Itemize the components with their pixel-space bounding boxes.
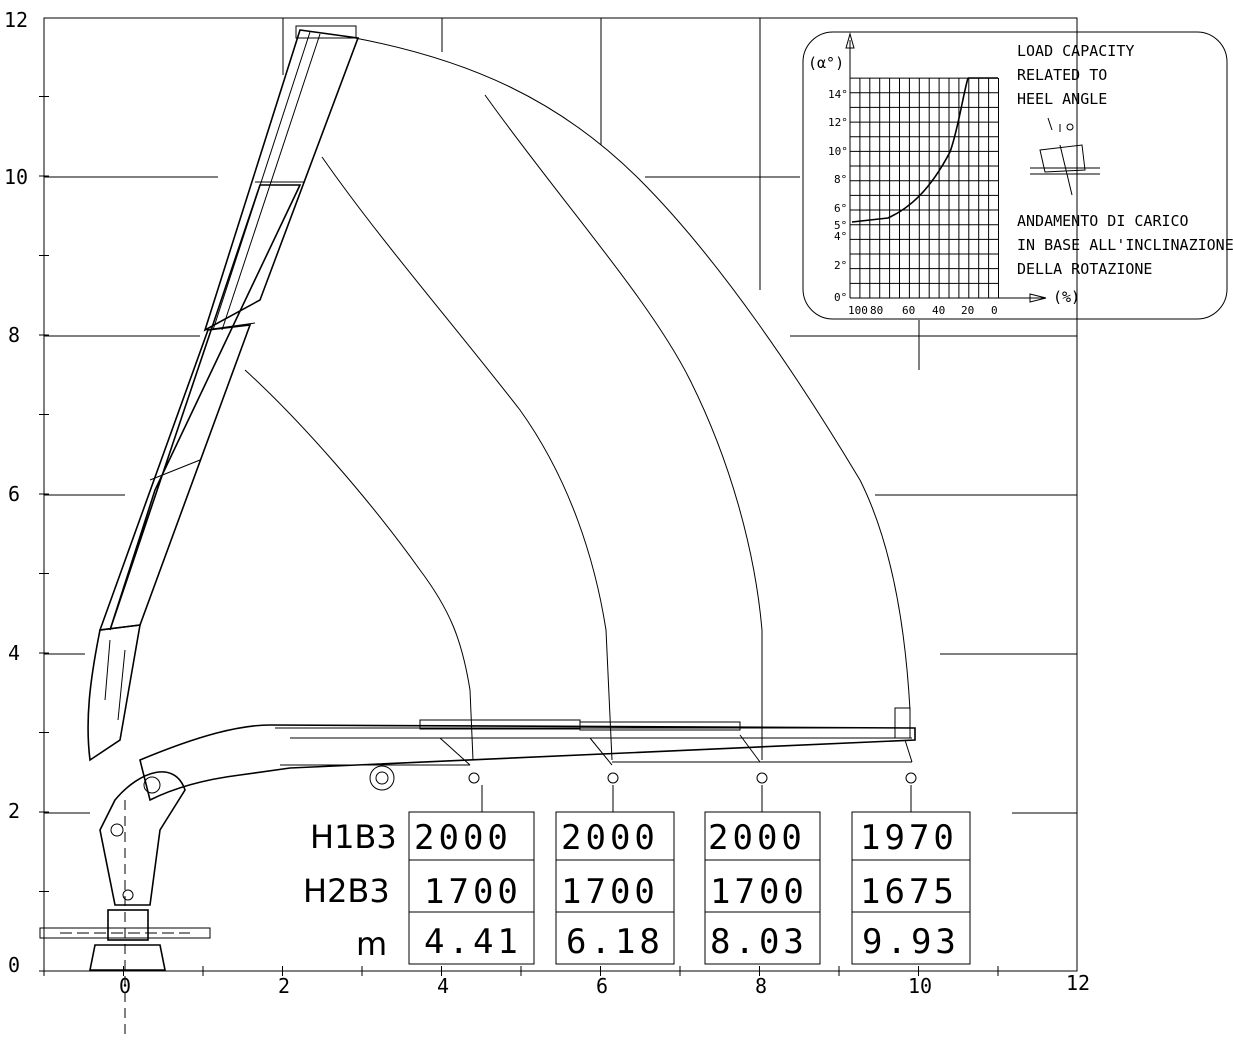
y-tick-label: 4 xyxy=(8,641,20,665)
inset-y-tick: 8° xyxy=(834,173,847,186)
inset-x-tick: 60 xyxy=(902,304,915,317)
inset-title-line: RELATED TO xyxy=(1017,66,1107,84)
inset-x-tick: 20 xyxy=(961,304,974,317)
y-tick-label: 12 xyxy=(4,8,28,32)
y-tick-label: 8 xyxy=(8,323,20,347)
table-cell: 4.41 xyxy=(424,922,522,962)
boat-heel-icon xyxy=(1030,117,1100,196)
inset-title-line: IN BASE ALL'INCLINAZIONE xyxy=(1017,236,1233,254)
table-column xyxy=(851,811,971,965)
table-cell: 2000 xyxy=(414,818,512,858)
inset-title-line: DELLA ROTAZIONE xyxy=(1017,260,1152,278)
inset-title-line: ANDAMENTO DI CARICO xyxy=(1017,212,1189,230)
inset-x-tick: 40 xyxy=(932,304,945,317)
row-label: H1B3 xyxy=(310,818,397,856)
load-table: H1B3 H2B3 m 2000 2000 2000 1970 1700 170… xyxy=(303,811,971,965)
inset-y-tick: 5° xyxy=(834,219,847,232)
inset-y-axis-label: (α°) xyxy=(808,54,844,72)
axis-ticks xyxy=(39,96,999,976)
table-cell: 1700 xyxy=(424,872,522,912)
x-tick-label: 4 xyxy=(437,974,449,998)
inset-border xyxy=(802,31,1228,320)
inset-y-tick: 4° xyxy=(834,230,847,243)
table-column xyxy=(408,811,535,965)
hook-points xyxy=(468,772,917,812)
inset-x-tick: 0 xyxy=(991,304,998,317)
table-cell: 1700 xyxy=(710,872,808,912)
grid-lines xyxy=(44,18,1077,814)
envelope-curve-1 xyxy=(244,369,474,761)
y-tick-label: 10 xyxy=(4,165,28,189)
inset-y-tick: 12° xyxy=(828,116,848,129)
crane-base xyxy=(39,771,211,1040)
x-tick-label: 2 xyxy=(278,974,290,998)
inset-y-tick: 0° xyxy=(834,291,847,304)
inset-y-tick: 2° xyxy=(834,259,847,272)
y-axis-labels: 0 2 4 6 8 10 12 xyxy=(4,8,28,977)
working-range-curves xyxy=(244,37,911,761)
table-cell: 6.18 xyxy=(566,922,664,962)
table-cell: 2000 xyxy=(708,818,806,858)
table-column xyxy=(555,811,675,965)
x-tick-label: 6 xyxy=(596,974,608,998)
y-tick-label: 0 xyxy=(8,953,20,977)
inset-x-tick: 80 xyxy=(870,304,883,317)
table-cell: 1970 xyxy=(860,818,958,858)
envelope-curve-3 xyxy=(484,94,763,760)
row-label: H2B3 xyxy=(303,872,390,910)
x-axis-labels: 0 2 4 6 8 10 12 xyxy=(119,971,1090,998)
y-tick-label: 2 xyxy=(8,799,20,823)
inset-title-line: HEEL ANGLE xyxy=(1017,90,1107,108)
table-cell: 8.03 xyxy=(710,922,808,962)
inset-y-tick: 10° xyxy=(828,145,848,158)
heel-angle-inset: (α°) (%) 0° 2° 4° 5° 6° 8° 10° 12° 14° 1… xyxy=(802,31,1233,320)
outer-envelope-curve xyxy=(354,37,911,711)
crane-boom-raised xyxy=(87,25,360,762)
table-column xyxy=(704,811,821,965)
envelope-curve-2 xyxy=(321,156,613,761)
y-tick-label: 6 xyxy=(8,482,20,506)
inset-curve xyxy=(851,77,969,223)
x-tick-label: 8 xyxy=(755,974,767,998)
inset-title-line: LOAD CAPACITY xyxy=(1017,42,1134,60)
x-tick-label: 12 xyxy=(1066,971,1090,995)
row-label: m xyxy=(356,925,387,963)
inset-x-tick: 100 xyxy=(848,304,868,317)
x-tick-label: 10 xyxy=(908,974,932,998)
inset-y-tick: 14° xyxy=(828,88,848,101)
inset-y-tick: 6° xyxy=(834,202,847,215)
table-cell: 2000 xyxy=(561,818,659,858)
table-cell: 1700 xyxy=(561,872,659,912)
inset-grid xyxy=(849,77,999,299)
inset-x-axis-label: (%) xyxy=(1053,288,1080,306)
table-cell: 9.93 xyxy=(862,922,960,962)
table-cell: 1675 xyxy=(860,872,958,912)
crane-boom-horizontal xyxy=(139,707,916,802)
